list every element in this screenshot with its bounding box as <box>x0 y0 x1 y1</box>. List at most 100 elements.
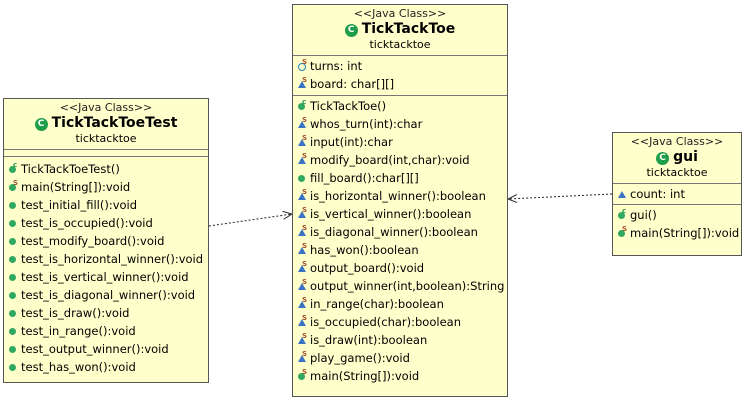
method-row[interactable]: test_is_diagonal_winner():void <box>4 286 208 304</box>
package-static-icon <box>298 247 306 254</box>
class-name: gui <box>673 149 698 165</box>
method-signature: is_occupied(char):boolean <box>310 315 461 329</box>
method-signature: test_is_draw():void <box>21 306 130 320</box>
field-signature: board: char[][] <box>310 77 395 91</box>
package-static-icon <box>298 193 306 200</box>
public-icon <box>298 175 305 182</box>
modifier-marker-icon: S <box>13 179 19 187</box>
package-label: ticktacktoe <box>646 166 708 179</box>
method-signature: is_diagonal_winner():boolean <box>310 225 478 239</box>
method-signature: main(String[]):void <box>630 226 740 240</box>
method-signature: test_is_vertical_winner():void <box>21 270 189 284</box>
modifier-marker-icon: S <box>302 260 308 268</box>
method-signature: test_output_winner():void <box>21 342 169 356</box>
method-signature: fill_board():char[][] <box>310 171 419 185</box>
modifier-marker-icon: c <box>302 98 307 106</box>
package-static-icon <box>298 283 306 290</box>
public-icon <box>9 292 16 299</box>
package-static-icon <box>298 139 306 146</box>
package-static-icon <box>298 121 306 128</box>
field-signature: count: int <box>630 187 685 201</box>
modifier-marker-icon: S <box>302 152 308 160</box>
modifier-marker-icon: S <box>302 368 308 376</box>
field-signature: turns: int <box>310 59 363 73</box>
modifier-marker-icon: c <box>13 161 18 169</box>
method-signature: main(String[]):void <box>21 180 131 194</box>
modifier-marker-icon: S <box>302 242 308 250</box>
method-row[interactable]: fill_board():char[][] <box>293 169 507 187</box>
package-static-icon <box>298 211 306 218</box>
protected-static-icon <box>298 63 306 71</box>
field-row[interactable]: count: int <box>613 185 741 203</box>
public-icon <box>9 328 16 335</box>
fields-section: count: int <box>613 184 741 205</box>
method-row[interactable]: test_is_draw():void <box>4 304 208 322</box>
method-row[interactable]: test_in_range():void <box>4 322 208 340</box>
public-constructor-icon <box>618 212 625 219</box>
method-row[interactable]: test_is_horizontal_winner():void <box>4 250 208 268</box>
method-signature: has_won():boolean <box>310 243 419 257</box>
public-icon <box>9 256 16 263</box>
method-signature: test_is_diagonal_winner():void <box>21 288 196 302</box>
method-row[interactable]: test_initial_fill():void <box>4 196 208 214</box>
class-icon: C <box>34 118 48 131</box>
method-signature: whos_turn(int):char <box>310 117 423 131</box>
modifier-marker-icon: S <box>302 58 308 66</box>
modifier-marker-icon: S <box>302 350 308 358</box>
modifier-marker-icon: S <box>302 206 308 214</box>
method-row[interactable]: test_modify_board():void <box>4 232 208 250</box>
class-name: TickTackToe <box>361 21 456 37</box>
public-static-icon <box>298 373 305 380</box>
modifier-marker-icon: S <box>302 134 308 142</box>
modifier-marker-icon: S <box>302 332 308 340</box>
public-icon <box>9 364 16 371</box>
package-label: ticktacktoe <box>75 132 137 145</box>
method-signature: test_initial_fill():void <box>21 198 138 212</box>
method-row[interactable]: test_output_winner():void <box>4 340 208 358</box>
modifier-marker-icon: S <box>302 296 308 304</box>
dependency-test-to-main <box>208 214 292 227</box>
method-row[interactable]: test_has_won():void <box>4 358 208 376</box>
method-signature: is_horizontal_winner():boolean <box>310 189 486 203</box>
method-signature: TickTackToe() <box>310 99 387 113</box>
method-row[interactable]: test_is_vertical_winner():void <box>4 268 208 286</box>
public-constructor-icon <box>298 103 305 110</box>
fields-section <box>4 150 208 157</box>
method-row[interactable]: test_is_occupied():void <box>4 214 208 232</box>
dependency-gui-to-main <box>508 193 613 199</box>
class-name: TickTackToeTest <box>51 115 178 131</box>
modifier-marker-icon: S <box>302 224 308 232</box>
package-static-icon <box>298 319 306 326</box>
